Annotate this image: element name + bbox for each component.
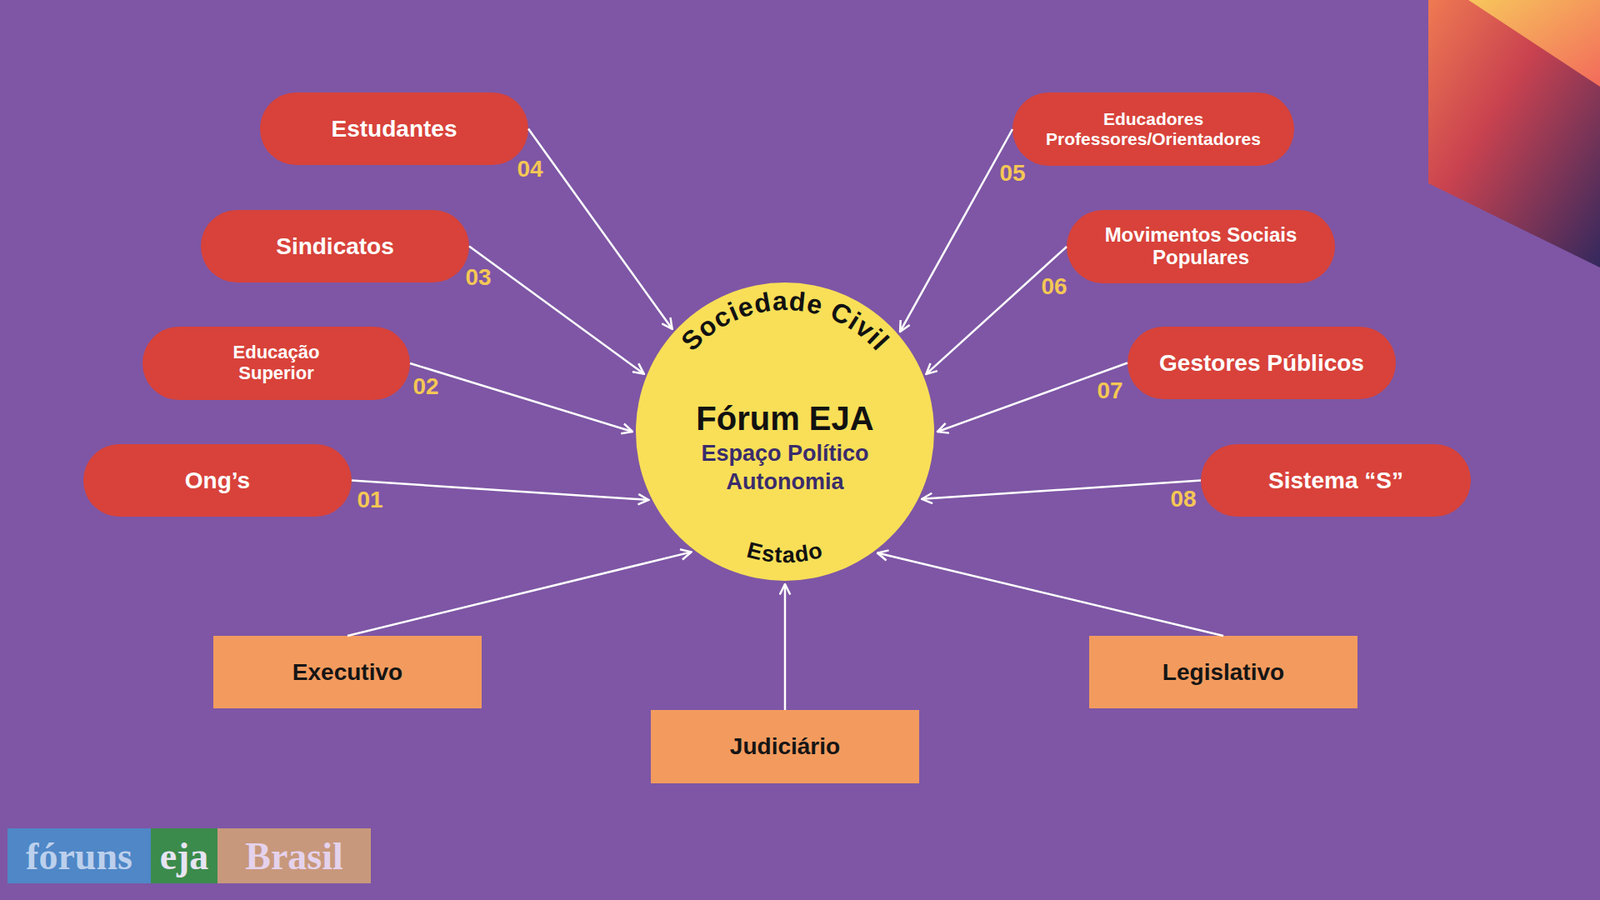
forum-circle: Sociedade CivilEstado Fórum EJAEspaço Pol… — [635, 281, 935, 582]
node-label: Movimentos Sociais Populares — [1078, 224, 1325, 270]
member-pill: Sindicatos — [200, 210, 470, 283]
callout-number: 07 — [1096, 377, 1123, 405]
node-label: Judiciário — [730, 733, 840, 760]
circle-text: Espaço Político Autonomia — [672, 439, 898, 496]
callout-number: 02 — [412, 373, 439, 400]
member-pill: Educação Superior — [142, 326, 410, 400]
connector-arrow — [351, 480, 649, 500]
circle-text: Fórum EJA — [635, 399, 935, 438]
node-label: Educadores Professores/Orientadores — [1019, 109, 1288, 149]
connector-arrow — [877, 553, 1224, 636]
callout-number: 06 — [1040, 273, 1067, 300]
decor-cube-top — [1468, 0, 1600, 87]
connector-arrow — [469, 246, 645, 375]
logo-text: fóruns — [7, 828, 151, 884]
connector-arrow — [937, 363, 1128, 433]
node-label: Gestores Públicos — [1159, 350, 1365, 376]
forum-circle-shape — [635, 282, 935, 581]
state-power-box: Judiciário — [650, 710, 920, 784]
callout-number: 05 — [999, 160, 1025, 187]
arc-label: Sociedade Civil — [675, 285, 895, 357]
node-label: Executivo — [292, 659, 403, 685]
callout-number: 01 — [356, 486, 383, 514]
callout-number: 08 — [1170, 485, 1196, 513]
member-pill: Movimentos Sociais Populares — [1066, 210, 1335, 284]
connector-arrow — [347, 551, 692, 636]
arc-label-path: Estado — [744, 537, 826, 568]
member-pill: Gestores Públicos — [1127, 326, 1396, 400]
arc-label: Estado — [744, 537, 826, 568]
connector-arrow — [925, 246, 1067, 375]
callout-number: 03 — [465, 264, 491, 291]
connector-arrow — [921, 480, 1201, 500]
state-power-box: Legislativo — [1089, 635, 1358, 709]
logo-text: Brasil — [217, 828, 371, 884]
node-label: Ong’s — [185, 467, 250, 494]
node-label: Estudantes — [331, 115, 458, 142]
state-power-box: Executivo — [213, 635, 482, 709]
decor-cube-face — [1428, 0, 1600, 268]
node-label: Educação Superior — [218, 342, 335, 384]
connector-arrow — [784, 584, 787, 710]
logo-text: eja — [150, 828, 218, 884]
member-pill: Ong’s — [83, 444, 352, 517]
arc-label-path: Sociedade Civil — [675, 285, 895, 357]
connector-arrow — [900, 129, 1013, 332]
node-label: Sindicatos — [275, 233, 395, 260]
member-pill: Educadores Professores/Orientadores — [1012, 92, 1295, 166]
connector-arrow — [528, 129, 673, 330]
member-pill: Sistema “S” — [1200, 444, 1471, 517]
node-label: Legislativo — [1162, 659, 1285, 685]
callout-number: 04 — [516, 155, 543, 183]
connector-arrow — [410, 363, 633, 432]
member-pill: Estudantes — [260, 92, 529, 165]
node-label: Sistema “S” — [1268, 467, 1404, 494]
